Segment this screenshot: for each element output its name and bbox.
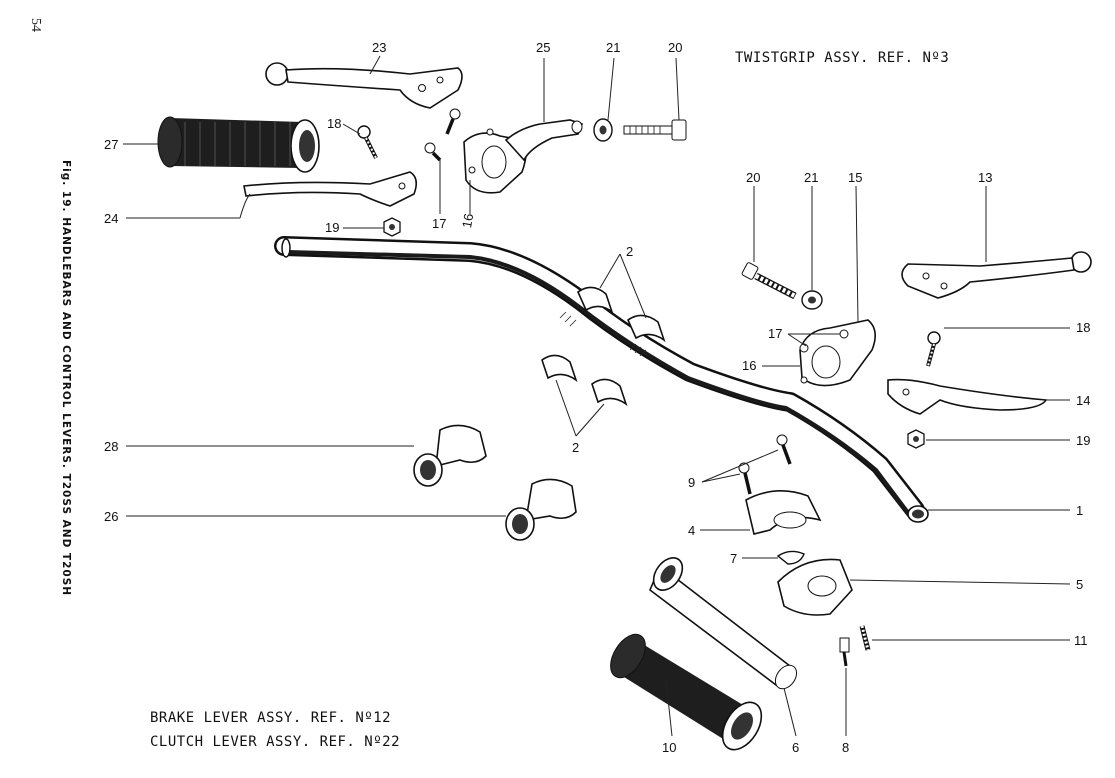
cable-clip-28: [413, 424, 487, 487]
callout-2: 2: [572, 440, 579, 455]
callout-numbers: 23 25 21 20 27 18 24 19 17 16 20 21 15 1…: [104, 40, 1090, 755]
right-screw-18: [926, 331, 941, 367]
leader-lines: [123, 55, 1071, 737]
callout-18: 18: [1076, 320, 1090, 335]
callout-19: 19: [325, 220, 339, 235]
shims-upper: [577, 286, 666, 343]
callout-24: 24: [104, 211, 118, 226]
left-mirror-bracket: [504, 119, 584, 162]
callout-21: 21: [606, 40, 620, 55]
callout-11: 11: [1074, 633, 1088, 648]
callout-5: 5: [1076, 577, 1083, 592]
brake-lever-assembly-note: BRAKE LEVER ASSY. REF. Nº12: [150, 710, 391, 726]
right-lever-clamp: [799, 319, 876, 387]
callout-19: 19: [1076, 433, 1090, 448]
clamp-screws-9: [738, 434, 792, 495]
callout-15: 15: [848, 170, 862, 185]
callout-16: 16: [459, 212, 476, 229]
callout-26: 26: [104, 509, 118, 524]
left-lever-lower: [243, 171, 418, 207]
page-number: 54: [28, 18, 43, 32]
handlebar-clamp-base: [777, 558, 853, 616]
callout-17: 17: [432, 216, 446, 231]
top-washer-21: [593, 118, 613, 142]
callout-6: 6: [792, 740, 799, 755]
left-lever-upper: [265, 62, 463, 109]
figure-caption: Fig. 19. HANDLEBARS AND CONTROL LEVERS. …: [60, 160, 72, 596]
studs-11: [859, 625, 871, 651]
callout-17: 17: [768, 326, 782, 341]
left-grip-rubber: [157, 116, 320, 173]
twistgrip-sleeve: [649, 557, 798, 690]
callout-20: 20: [668, 40, 682, 55]
left-screws-17: [424, 108, 461, 162]
right-lever-upper: [901, 251, 1092, 299]
left-screw-18: [357, 125, 378, 159]
callout-1: 1: [1076, 503, 1083, 518]
right-grip-rubber: [610, 633, 763, 751]
callout-21: 21: [804, 170, 818, 185]
callout-2: 2: [626, 244, 633, 259]
handlebar-clamp-cap: [745, 490, 822, 535]
right-lever-lower: [887, 378, 1048, 415]
callout-27: 27: [104, 137, 118, 152]
callout-4: 4: [688, 523, 695, 538]
handlebar: [274, 236, 929, 523]
callout-14: 14: [1076, 393, 1090, 408]
left-nut-19: [383, 217, 401, 237]
callout-23: 23: [372, 40, 386, 55]
callout-10: 10: [662, 740, 676, 755]
clutch-lever-assembly-note: CLUTCH LEVER ASSY. REF. Nº22: [150, 734, 400, 750]
twistgrip-assembly-note: TWISTGRIP ASSY. REF. Nº3: [735, 50, 949, 66]
callout-16: 16: [742, 358, 756, 373]
stud-8: [839, 637, 850, 667]
top-bolt-20: [623, 119, 687, 141]
callout-7: 7: [730, 551, 737, 566]
shims-lower: [541, 354, 628, 407]
callout-9: 9: [688, 475, 695, 490]
callout-18: 18: [327, 116, 341, 131]
callout-25: 25: [536, 40, 550, 55]
cable-clip-7: [776, 550, 805, 565]
right-washer-21: [801, 290, 823, 310]
cable-clip-26: [505, 478, 577, 541]
callout-8: 8: [842, 740, 849, 755]
callout-13: 13: [978, 170, 992, 185]
callout-28: 28: [104, 439, 118, 454]
right-bolt-20: [741, 262, 797, 300]
callout-20: 20: [746, 170, 760, 185]
right-nut-19: [907, 429, 925, 449]
